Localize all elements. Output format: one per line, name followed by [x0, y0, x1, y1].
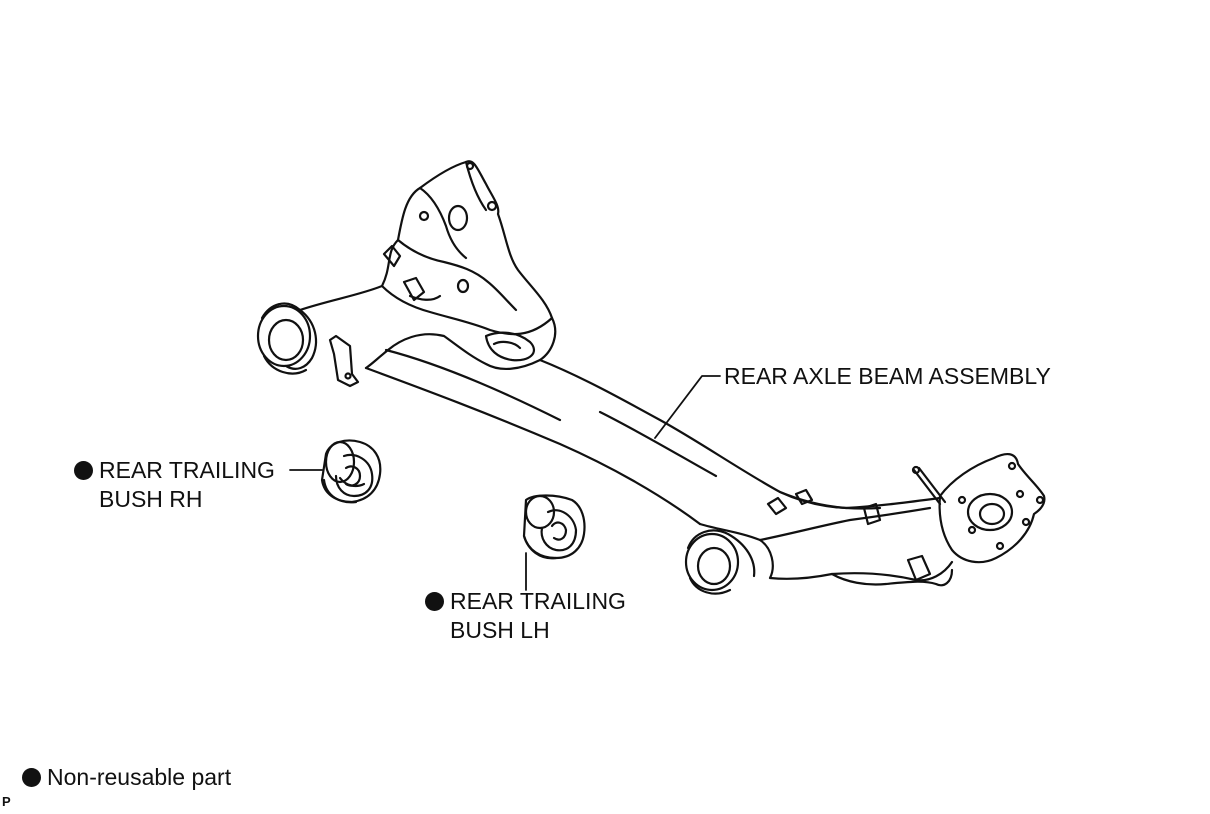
- label-bush-lh-line1: REAR TRAILING: [450, 588, 626, 614]
- label-rear-axle-beam-assembly: REAR AXLE BEAM ASSEMBLY: [724, 362, 1051, 391]
- non-reusable-marker-icon: [425, 592, 444, 611]
- trailing-arm-lh: [684, 452, 1046, 595]
- label-bush-lh-line2: BUSH LH: [450, 617, 550, 643]
- leader-lines: [289, 375, 721, 591]
- rear-trailing-bush-rh: [320, 439, 382, 504]
- label-rear-trailing-bush-rh: REAR TRAILING BUSH RH: [74, 456, 275, 514]
- label-bush-rh-line2: BUSH RH: [99, 486, 203, 512]
- label-axle-beam-text: REAR AXLE BEAM ASSEMBLY: [724, 363, 1051, 389]
- rear-trailing-bush-lh: [522, 494, 586, 560]
- trailing-arm-rh: [256, 160, 557, 388]
- leader-axle-beam: [654, 375, 721, 439]
- non-reusable-marker-icon: [74, 461, 93, 480]
- filled-circle-icon: [22, 768, 41, 787]
- legend-text: Non-reusable part: [47, 764, 232, 790]
- rear-axle-beam-assembly: [256, 160, 1046, 595]
- legend: Non-reusable part: [22, 763, 231, 792]
- label-bush-rh-line1: REAR TRAILING: [99, 457, 275, 483]
- corner-code: P: [2, 794, 11, 809]
- label-rear-trailing-bush-lh: REAR TRAILING BUSH LH: [425, 587, 626, 645]
